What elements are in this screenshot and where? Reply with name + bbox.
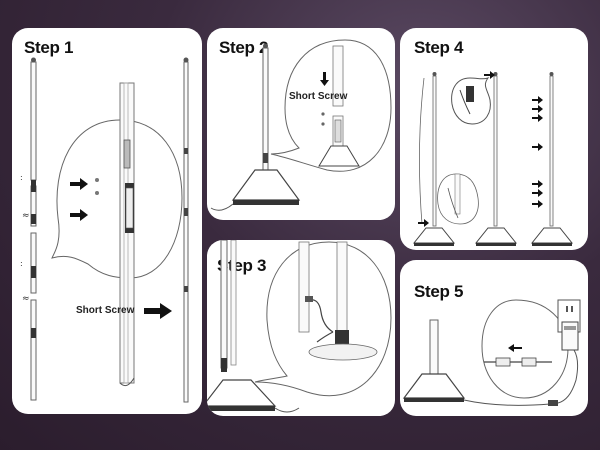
step-3-title: Step 3 <box>217 256 267 275</box>
step-3-illustration <box>207 240 392 413</box>
svg-text:≈: ≈ <box>22 294 30 304</box>
step-2-short-screw-label: Short Screw <box>289 91 348 102</box>
step-2-panel: Step 2 Short Screw <box>207 28 395 220</box>
svg-text::: : <box>20 259 23 268</box>
step-5-illustration <box>402 299 581 406</box>
step-1-short-screw-label: Short Screw <box>76 305 135 316</box>
step-4-panel: Step 4 <box>400 28 588 250</box>
step-5-panel: Step 5 <box>400 260 588 416</box>
svg-text::: : <box>20 173 23 182</box>
step-4-illustration <box>412 71 574 246</box>
step-1-illustration: : : ≈ ≈ <box>20 57 189 403</box>
svg-text:≈: ≈ <box>22 211 30 221</box>
step-4-title: Step 4 <box>414 38 464 57</box>
step-1-panel: Step 1 : : ≈ ≈ <box>12 28 202 414</box>
step-2-title: Step 2 <box>219 38 269 57</box>
step-2-illustration <box>210 39 392 211</box>
step-5-title: Step 5 <box>414 282 464 301</box>
step-3-panel: Step 3 <box>207 240 395 416</box>
step-1-title: Step 1 <box>24 38 74 57</box>
